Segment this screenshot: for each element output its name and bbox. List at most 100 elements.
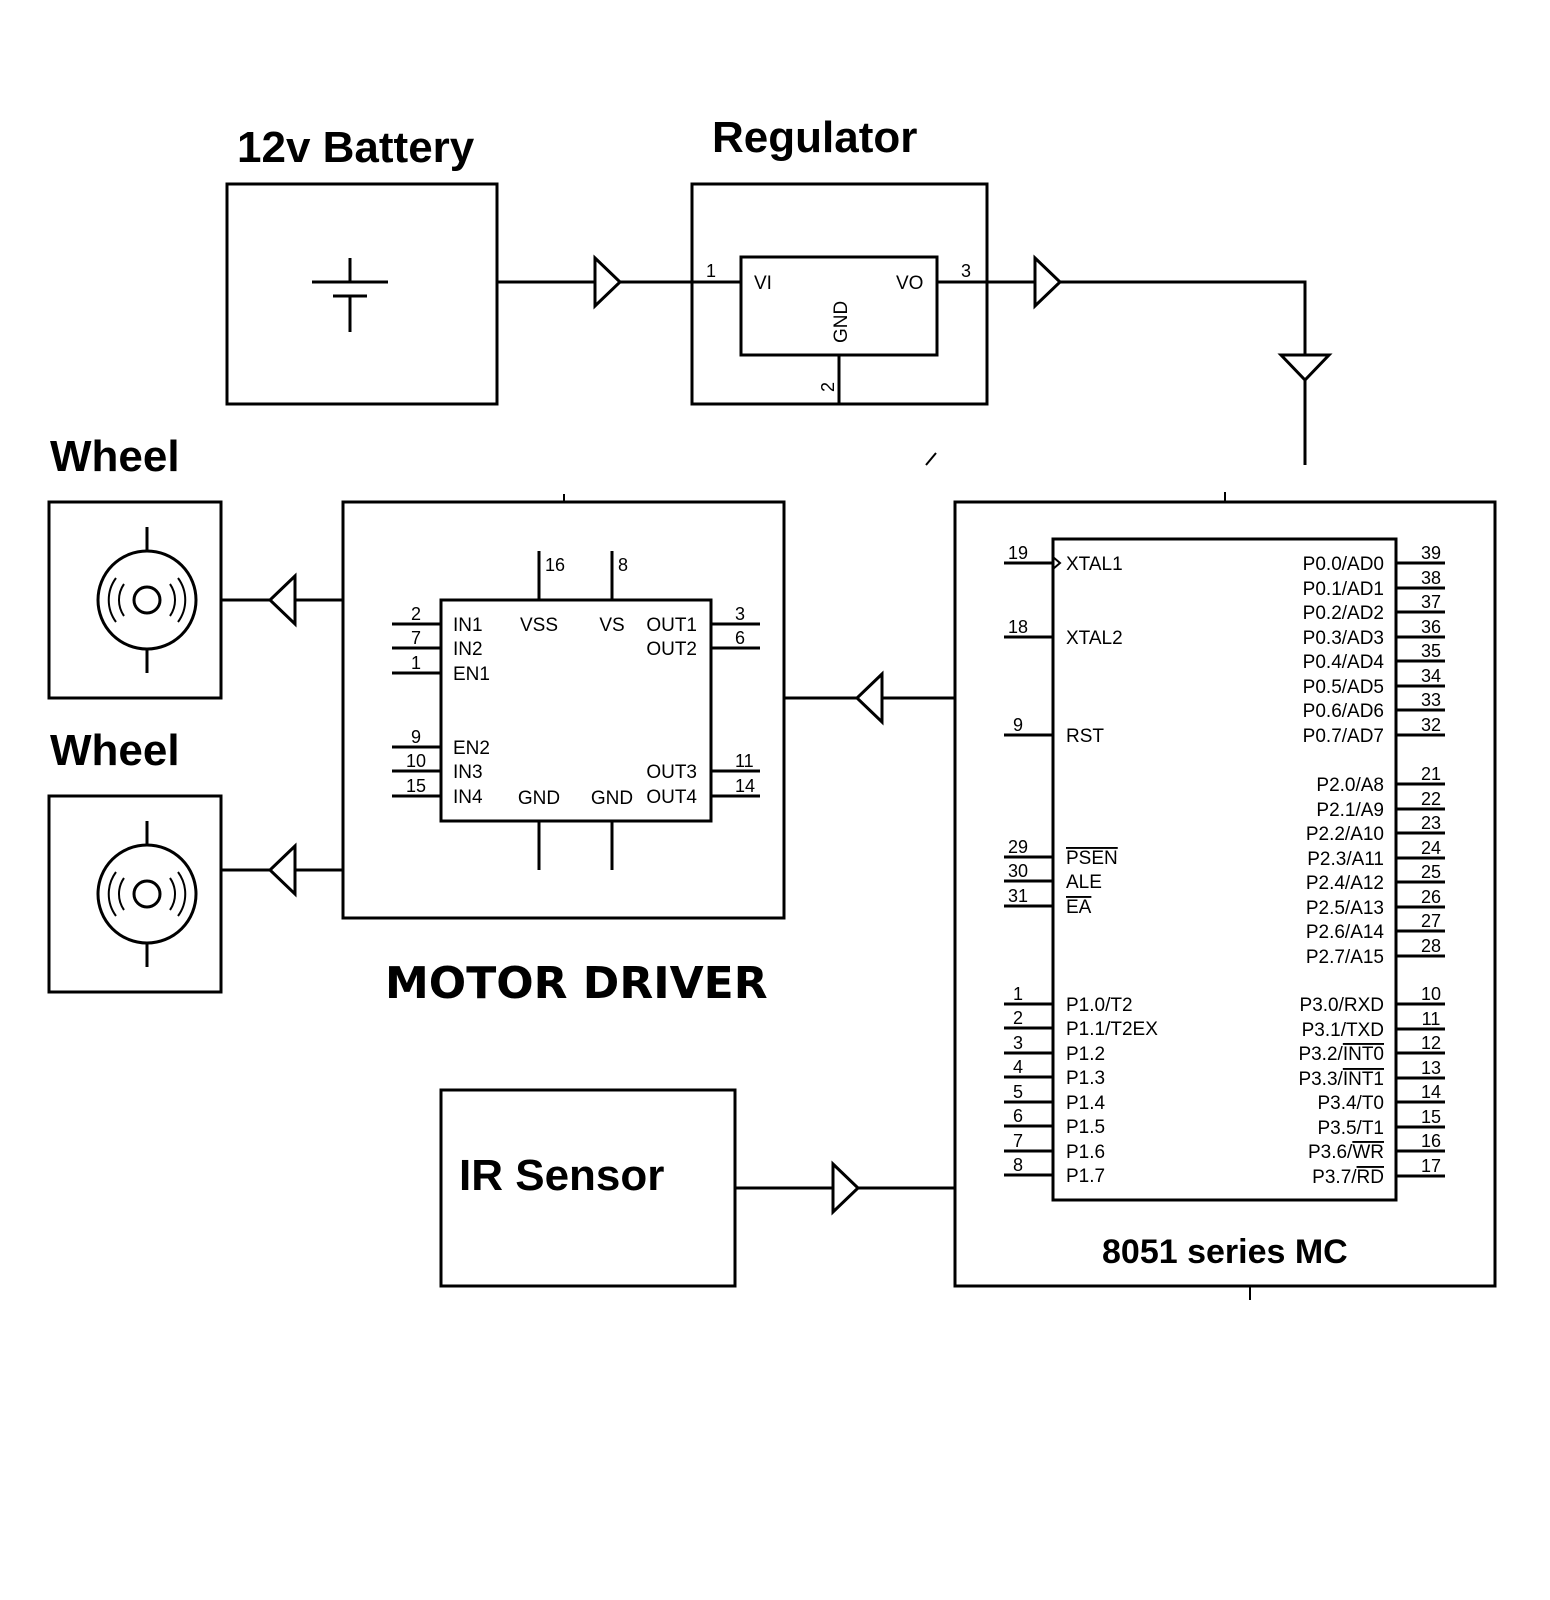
mcu-pin-label: P2.1/A9 <box>1316 800 1384 821</box>
mcu-pin-number: 15 <box>1421 1107 1441 1127</box>
ir-sensor-title: IR Sensor <box>459 1151 664 1200</box>
mcu-pin-label-text: P3.6/ <box>1308 1142 1353 1163</box>
mcu-pin-label-text: P2.2/A10 <box>1306 824 1384 845</box>
mcu-pin-label-text: P3.0/RXD <box>1300 995 1384 1016</box>
motor-driver-pin-label: OUT3 <box>646 762 697 783</box>
motor-driver-pin-label: EN1 <box>453 664 490 685</box>
mcu-pin-label: P1.6 <box>1066 1142 1105 1163</box>
motor-driver-pin-number: 2 <box>411 604 421 624</box>
mcu-pin-number: 7 <box>1013 1131 1023 1151</box>
mcu-pin-label: P1.1/T2EX <box>1066 1019 1158 1040</box>
mcu-pin-label-text: P3.2/ <box>1298 1044 1343 1065</box>
mcu-pin-label-text: P0.2/AD2 <box>1303 603 1384 624</box>
mcu-chip <box>1051 537 1398 1202</box>
clock-marker-icon <box>1052 556 1062 570</box>
mcu-pin-label-overline: RD <box>1357 1167 1384 1188</box>
mcu-pin-number: 25 <box>1421 862 1441 882</box>
motor-icon <box>96 527 198 673</box>
mcu-pin-number: 37 <box>1421 592 1441 612</box>
mcu-pin-label-text: P3.5/T1 <box>1317 1118 1384 1139</box>
mcu-pin-label-text: P3.7/ <box>1312 1167 1357 1188</box>
mcu-pin-number: 33 <box>1421 690 1441 710</box>
wheel-bottom-title: Wheel <box>50 726 180 775</box>
mcu-pin-label: P2.7/A15 <box>1306 947 1384 968</box>
mcu-pin-label-text: P3.3/ <box>1298 1069 1343 1090</box>
mcu-pin-label-text: P2.7/A15 <box>1306 947 1384 968</box>
mcu-pin-label: P1.3 <box>1066 1068 1105 1089</box>
mcu-pin-label: P2.2/A10 <box>1306 824 1384 845</box>
mcu-box <box>953 500 1497 1288</box>
motor-driver-pin-label: OUT1 <box>646 615 697 636</box>
mcu-pin-number: 4 <box>1013 1057 1023 1077</box>
battery-box <box>225 182 499 406</box>
mcu-pin-label-text: P0.6/AD6 <box>1303 701 1384 722</box>
mcu-pin-label-overline: INT0 <box>1343 1044 1384 1065</box>
mcu-pin-label: PSEN <box>1066 848 1118 869</box>
mcu-pin-label-overline: WR <box>1352 1142 1384 1163</box>
flow-arrow-icon <box>1277 353 1333 383</box>
mcu-pin-label-text: P2.6/A14 <box>1306 922 1385 943</box>
regulator-pin-num-gnd: 2 <box>818 382 838 392</box>
mcu-pin-label: P3.2/INT0 <box>1298 1044 1384 1065</box>
mcu-pins: 19XTAL118XTAL29RST29PSEN30ALE31EA1P1.0/T… <box>1004 543 1445 1188</box>
motor-driver-pin-label: OUT2 <box>646 639 697 660</box>
mcu-pin-label-overline: INT1 <box>1343 1069 1384 1090</box>
stray-mark <box>925 452 937 466</box>
mcu-pin-number: 22 <box>1421 789 1441 809</box>
wheel-top-block: Wheel <box>47 432 223 700</box>
mcu-pin-label: P2.3/A11 <box>1307 849 1384 870</box>
mcu-pin-number: 32 <box>1421 715 1441 735</box>
mcu-pin-number: 36 <box>1421 617 1441 637</box>
mcu-pin-label-text: P2.1/A9 <box>1316 800 1384 821</box>
motor-driver-pins: 2IN17IN21EN19EN210IN315IN43OUT16OUT211OU… <box>392 551 760 870</box>
motor-driver-pin-number: 14 <box>735 776 755 796</box>
mcu-pin-number: 12 <box>1421 1033 1441 1053</box>
mcu-pin-number: 8 <box>1013 1155 1023 1175</box>
mcu-pin-number: 27 <box>1421 911 1441 931</box>
mcu-pin-number: 23 <box>1421 813 1441 833</box>
mcu-pin-label: P3.1/TXD <box>1302 1020 1384 1041</box>
mcu-pin-number: 19 <box>1008 543 1028 563</box>
motor-driver-pin-label: EN2 <box>453 738 490 759</box>
motor-driver-pin-number: 10 <box>406 751 426 771</box>
motor-driver-pin-label: OUT4 <box>646 787 697 808</box>
regulator-mcu-wire <box>937 280 1307 465</box>
mcu-pin-number: 3 <box>1013 1033 1023 1053</box>
mcu-pin-label-text: P0.4/AD4 <box>1303 652 1385 673</box>
mcu-pin-number: 5 <box>1013 1082 1023 1102</box>
motor-driver-pin-label: VSS <box>520 615 558 636</box>
mcu-pin-label: P3.4/T0 <box>1317 1093 1384 1114</box>
mcu-pin-label-text: P0.5/AD5 <box>1303 677 1384 698</box>
wheel-top-title: Wheel <box>50 432 180 481</box>
mcu-pin-label: RST <box>1066 726 1104 747</box>
mcu-pin-label-text: P2.5/A13 <box>1306 898 1384 919</box>
mcu-pin-label: P1.5 <box>1066 1117 1105 1138</box>
motor-driver-pin-label: IN4 <box>453 787 483 808</box>
motor-driver-pin-label: GND <box>518 788 560 809</box>
motor-driver-pin-label: GND <box>591 788 633 809</box>
flow-arrow-icon <box>267 572 297 628</box>
motor-driver-pin-number: 7 <box>411 628 421 648</box>
motor-driver-pin-number: 1 <box>411 653 421 673</box>
mcu-title: 8051 series MC <box>1102 1233 1348 1271</box>
mcu-pin-label: P0.1/AD1 <box>1303 579 1384 600</box>
mcu-pin-label: P3.0/RXD <box>1300 995 1384 1016</box>
mcu-pin-number: 39 <box>1421 543 1441 563</box>
mcu-pin-label: ALE <box>1066 872 1102 893</box>
mcu-pin-label-text: P0.3/AD3 <box>1303 628 1384 649</box>
mcu-pin-label: P0.6/AD6 <box>1303 701 1384 722</box>
mcu-pin-number: 9 <box>1013 715 1023 735</box>
mcu-pin-label: P0.0/AD0 <box>1303 554 1384 575</box>
mcu-pin-label-text: P2.0/A8 <box>1316 775 1384 796</box>
motor-driver-pin-number: 8 <box>618 555 628 575</box>
flow-arrow-icon <box>831 1160 861 1216</box>
mcu-pin-label-text: P0.7/AD7 <box>1303 726 1384 747</box>
mcu-pin-label: P3.6/WR <box>1308 1142 1384 1163</box>
mcu-pin-label: P2.5/A13 <box>1306 898 1384 919</box>
mcu-pin-label: P3.5/T1 <box>1317 1118 1384 1139</box>
motor-driver-block: 2IN17IN21EN19EN210IN315IN43OUT16OUT211OU… <box>341 494 786 1009</box>
mcu-pin-label-text: P3.4/T0 <box>1317 1093 1384 1114</box>
mcu-pin-number: 29 <box>1008 837 1028 857</box>
mcu-pin-label-text: P3.1/TXD <box>1302 1020 1384 1041</box>
